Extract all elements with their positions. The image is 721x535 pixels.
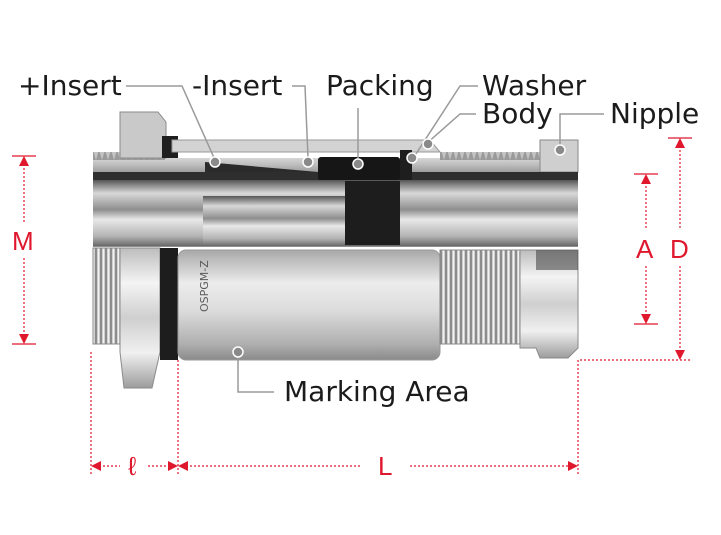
bore-left (93, 180, 203, 246)
dot-washer (406, 152, 418, 164)
leader-nipple (559, 113, 604, 148)
label-marking-area: Marking Area (284, 375, 470, 408)
dimension-lines (12, 137, 692, 476)
leader-plus-insert (126, 85, 216, 161)
right-thread (439, 249, 521, 345)
arrow-m-bottom (19, 334, 29, 344)
arrow-m-top (19, 156, 29, 166)
dim-l-small: ℓ (128, 451, 137, 481)
leader-body (425, 113, 476, 145)
locknut (119, 111, 167, 159)
leader-lines (126, 85, 604, 393)
dim-l-large: L (378, 451, 393, 481)
dot-body (422, 138, 434, 150)
leader-washer (411, 85, 478, 161)
part-stamp: OSPGM-Z (198, 260, 211, 312)
cross-section (93, 111, 579, 247)
arrow-l-large-right (568, 461, 578, 471)
arrow-l-small-right (168, 461, 178, 471)
leader-minus-insert (292, 85, 309, 159)
label-minus-insert: -Insert (192, 69, 283, 102)
arrow-l-large-left (178, 461, 188, 471)
label-body: Body (482, 97, 553, 130)
left-thread (92, 247, 124, 345)
dot-packing (352, 158, 364, 170)
arrow-l-small-left (91, 461, 101, 471)
locknut-exterior (119, 247, 161, 389)
leader-marking-area (237, 352, 274, 393)
right-thread-top (440, 152, 542, 160)
dim-d: D (670, 234, 689, 264)
dot-minus-insert (302, 156, 314, 168)
body-shell (171, 139, 442, 153)
dim-m: M (12, 226, 34, 256)
dot-plus-insert (209, 156, 221, 168)
label-packing: Packing (326, 69, 434, 102)
exterior-view (92, 247, 579, 389)
insert-wedge (205, 162, 318, 172)
dimension-arrows (19, 138, 685, 471)
arrow-d-bottom (675, 350, 685, 360)
dim-a: A (636, 234, 654, 264)
label-plus-insert: +Insert (18, 69, 122, 102)
marking-area-barrel (177, 249, 441, 361)
nipple-shadow (536, 250, 578, 270)
arrow-d-top (675, 138, 685, 148)
seal-ring (160, 248, 178, 360)
arrow-a-bottom (641, 314, 651, 324)
leader-dots (209, 138, 566, 358)
dot-nipple (554, 144, 566, 156)
dot-marking-area (232, 346, 244, 358)
packing-fill (345, 181, 400, 245)
label-nipple: Nipple (610, 97, 700, 130)
arrow-a-top (641, 174, 651, 184)
bore-right (412, 180, 578, 246)
bore-mid (203, 196, 345, 246)
label-washer: Washer (482, 69, 587, 102)
